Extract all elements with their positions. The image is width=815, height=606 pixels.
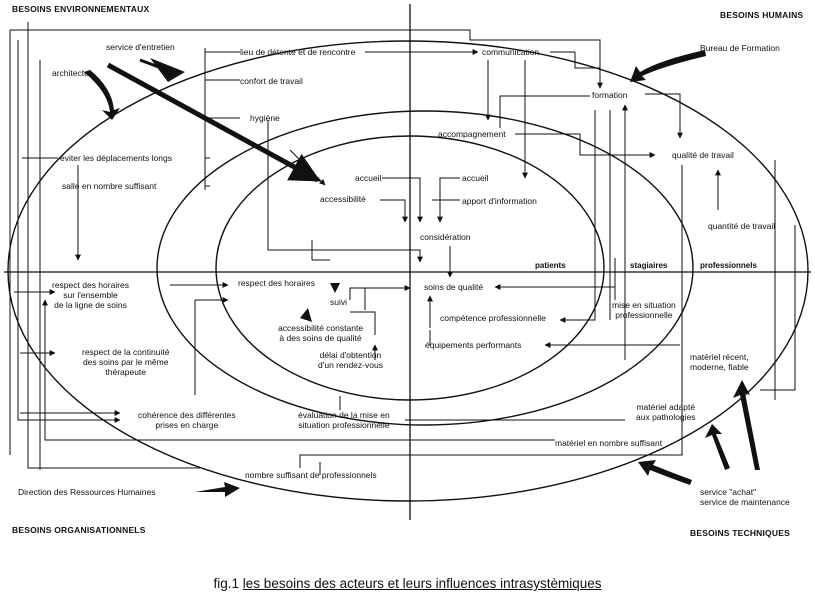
need-respect-horaires-ensemble-line: respect des horaires — [52, 280, 130, 290]
need-communication: communication — [482, 47, 540, 57]
need-mise-situation: mise en situation professionnelle — [612, 300, 676, 320]
ring-label-patients: patients — [535, 261, 566, 270]
need-suivi: suivi — [330, 297, 348, 307]
need-equipements: équipements performants — [425, 340, 522, 350]
need-materiel-recent-line: matériel récent, — [690, 352, 749, 362]
need-quantite-travail: quantité de travail — [708, 221, 776, 231]
need-coherence-line: cohérence des différentes — [138, 410, 236, 420]
need-salle-nombre: salle en nombre suffisant — [62, 181, 157, 191]
need-apport-information: apport d'information — [462, 196, 537, 206]
need-materiel-adapte-line: matériel adapté — [636, 402, 696, 412]
need-materiel-nombre: matériel en nombre suffisant — [555, 438, 663, 448]
need-delai-obtention-line: d'un rendez-vous — [318, 360, 383, 370]
need-lieu-detente: lieu de détente et de rencontre — [240, 47, 356, 57]
actor-architecte: architecte — [52, 68, 89, 78]
need-respect-continuite-line: des soins par le même — [82, 357, 169, 367]
connector-lines — [9, 22, 796, 475]
actor-service-achat: service "achat" — [700, 487, 757, 497]
quadrant-label-top-right: BESOINS HUMAINS — [720, 10, 804, 20]
need-delai-obtention-line: délai d'obtention — [319, 350, 382, 360]
need-soins-qualite: soins de qualité — [424, 282, 484, 292]
need-respect-horaires-ensemble: respect des horaires sur l'ensemble de l… — [52, 280, 129, 310]
ring-label-stagiaires: stagiaires — [630, 261, 668, 270]
ring-label-professionnels: professionnels — [700, 261, 757, 270]
need-coherence-line: prises en charge — [155, 420, 219, 430]
need-mise-situation-line: professionnelle — [615, 310, 673, 320]
quadrant-label-bottom-right: BESOINS TECHNIQUES — [690, 528, 790, 538]
need-accompagnement: accompagnement — [438, 129, 506, 139]
need-respect-horaires-ensemble-line: de la ligne de soins — [54, 300, 127, 310]
need-evaluation-mise-line: situation professionnelle — [298, 420, 390, 430]
need-hygiene: hygiène — [250, 113, 280, 123]
caption-title: les besoins des acteurs et leurs influen… — [242, 576, 602, 591]
need-qualite-travail: qualité de travail — [672, 150, 734, 160]
need-respect-continuite: respect de la continuité des soins par l… — [82, 347, 169, 377]
need-formation: formation — [592, 90, 628, 100]
need-respect-continuite-line: respect de la continuité — [82, 347, 170, 357]
need-respect-continuite-line: thérapeute — [105, 367, 147, 377]
need-confort-travail: confort de travail — [240, 76, 303, 86]
need-coherence: cohérence des différentes prises en char… — [138, 410, 236, 430]
need-materiel-recent: matériel récent, moderne, fiable — [690, 352, 749, 372]
need-accueil-left: accueil — [355, 173, 382, 183]
actor-bureau-formation: Bureau de Formation — [700, 43, 780, 53]
need-materiel-recent-line: moderne, fiable — [690, 362, 749, 372]
need-mise-situation-line: mise en situation — [612, 300, 676, 310]
actor-service-entretien: service d'entretien — [106, 42, 175, 52]
ellipse-professionnels — [7, 40, 809, 502]
need-evaluation-mise-line: évaluation de la mise en — [298, 410, 390, 420]
need-accessibilite-constante: accessibilité constante à des soins de q… — [278, 323, 363, 343]
need-accessibilite: accessibilité — [320, 194, 366, 204]
quadrant-label-top-left: BESOINS ENVIRONNEMENTAUX — [12, 4, 150, 14]
ellipse-patients — [215, 135, 605, 401]
need-accueil-right: accueil — [462, 173, 489, 183]
caption-prefix: fig.1 — [213, 576, 243, 591]
need-nombre-professionnels: nombre suffisant de professionnels — [245, 470, 377, 480]
quadrant-label-bottom-left: BESOINS ORGANISATIONNELS — [12, 525, 146, 535]
figure-caption: fig.1 les besoins des acteurs et leurs i… — [0, 576, 815, 591]
need-delai-obtention: délai d'obtention d'un rendez-vous — [318, 350, 383, 370]
actor-drh: Direction des Ressources Humaines — [18, 487, 156, 497]
need-accessibilite-constante-line: à des soins de qualité — [279, 333, 362, 343]
need-accessibilite-constante-line: accessibilité constante — [278, 323, 364, 333]
actor-service-maintenance: service de maintenance — [700, 497, 790, 507]
need-evaluation-mise: évaluation de la mise en situation profe… — [298, 410, 390, 430]
ellipse-stagiaires — [156, 110, 694, 426]
actor-arrows — [84, 50, 760, 497]
need-respect-horaires: respect des horaires — [238, 278, 316, 288]
need-materiel-adapte-line: aux pathologies — [636, 412, 696, 422]
need-respect-horaires-ensemble-line: sur l'ensemble — [63, 290, 118, 300]
need-competence-pro: compétence professionnelle — [440, 313, 546, 323]
need-eviter-deplacements: éviter les déplacements longs — [60, 153, 172, 163]
need-materiel-adapte: matériel adapté aux pathologies — [636, 402, 696, 422]
need-consideration: considération — [420, 232, 471, 242]
